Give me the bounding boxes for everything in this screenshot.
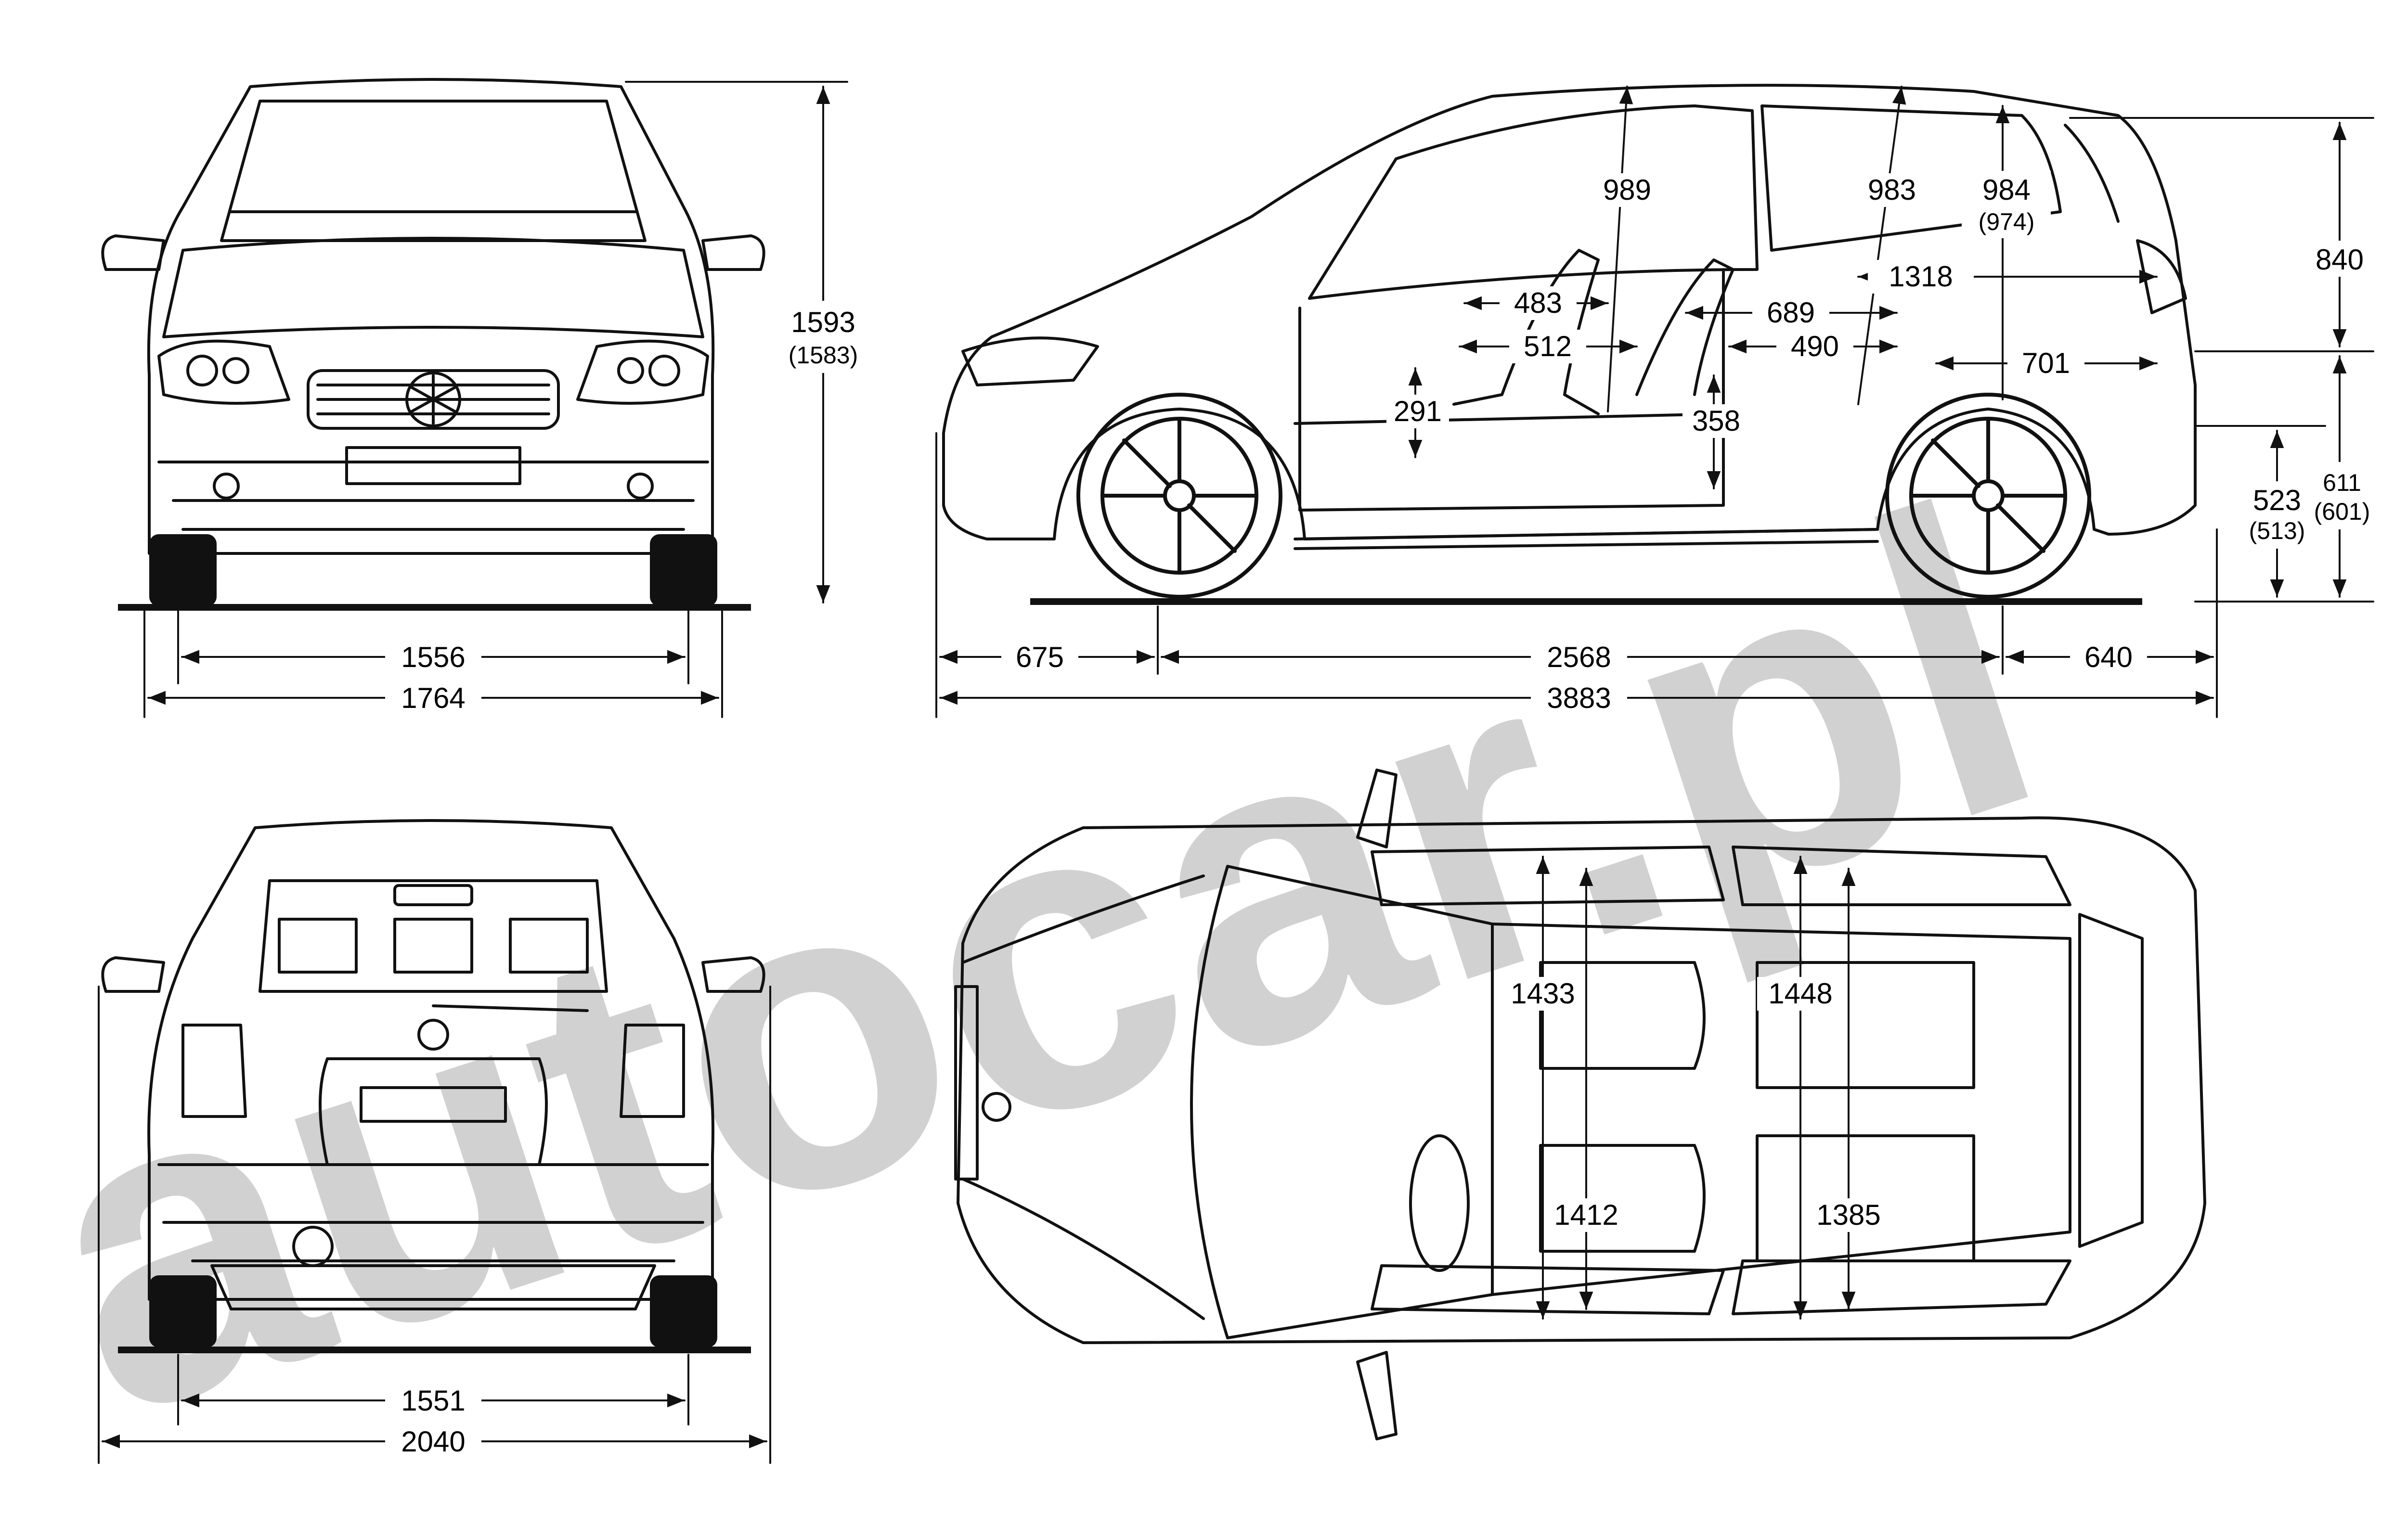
dim-rear-legroom-b: 490 <box>1791 330 1839 362</box>
dim-overall-length: 3883 <box>1547 682 1611 714</box>
side-view: 989 983 984 (974) 483 512 689 490 1318 7… <box>935 84 2378 718</box>
rear-view: 1551 2040 <box>98 819 771 1464</box>
dim-seat-height-front: 291 <box>1394 395 1442 427</box>
dim-rear-shoulder: 1448 <box>1768 977 1832 1010</box>
dim-front-headroom: 989 <box>1603 174 1651 206</box>
dim-rear-elbow: 1385 <box>1816 1199 1880 1231</box>
dim-body-width: 1764 <box>401 682 465 714</box>
dim-seat-height-rear: 358 <box>1692 405 1740 437</box>
dim-luggage-height: 840 <box>2316 244 2364 276</box>
dim-rear-legroom-a: 689 <box>1767 296 1815 329</box>
dim-rear-headroom-2: 984 <box>1982 174 2031 206</box>
dim-front-elbow: 1412 <box>1554 1199 1618 1231</box>
dim-rear-overhang: 640 <box>2084 641 2133 673</box>
dim-load-height: 611 <box>2323 469 2361 496</box>
dim-front-overhang: 675 <box>1016 641 1064 673</box>
top-view: 1433 1448 1412 1385 <box>954 769 2206 1440</box>
dim-cargo-length: 1318 <box>1889 260 1953 293</box>
dim-front-shoulder: 1433 <box>1511 977 1575 1010</box>
dim-front-legroom-a: 483 <box>1514 287 1562 319</box>
dim-front-legroom-b: 512 <box>1524 330 1572 362</box>
dim-width-mirrors: 2040 <box>401 1425 465 1458</box>
dim-loading-sill-alt: (513) <box>2249 517 2305 544</box>
front-view: 1593 (1583) 1556 1764 <box>101 78 871 718</box>
dim-height-alt: (1583) <box>789 342 858 369</box>
dim-loading-sill: 523 <box>2253 484 2301 516</box>
dim-height: 1593 <box>791 306 855 338</box>
dim-rear-headroom: 983 <box>1868 174 1916 206</box>
dim-wheelbase: 2568 <box>1547 641 1611 673</box>
dim-rear-track: 1551 <box>401 1385 465 1417</box>
dim-cargo-floor: 701 <box>2022 347 2070 379</box>
dim-front-track: 1556 <box>401 641 465 673</box>
dim-rear-headroom-2-alt: (974) <box>1979 208 2035 235</box>
dim-load-height-alt: (601) <box>2314 498 2370 525</box>
